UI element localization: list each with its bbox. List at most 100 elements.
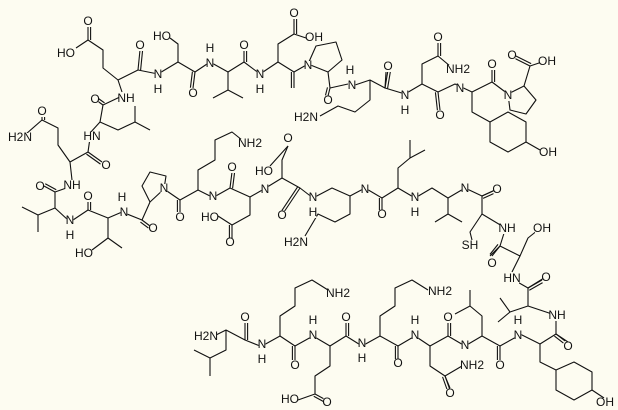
atom-label: H	[206, 41, 215, 55]
label-backdrop	[411, 331, 419, 341]
atom-label: O	[289, 6, 298, 20]
label-backdrop	[378, 210, 386, 220]
double-bond	[192, 71, 196, 89]
label-backdrop	[504, 91, 512, 101]
atom-label: HN	[503, 271, 520, 285]
atom-label: N	[401, 88, 410, 102]
atom-label: HO	[75, 246, 93, 260]
atom-label: O	[433, 30, 442, 44]
label-backdrop	[446, 389, 454, 399]
atom-label: O	[323, 93, 332, 107]
bond	[193, 349, 211, 359]
atom-label: NH2	[238, 136, 262, 150]
label-backdrop	[290, 9, 298, 19]
label-backdrop	[59, 49, 73, 59]
atom-label: O	[175, 210, 184, 224]
double-bond	[97, 97, 105, 104]
label-backdrop	[307, 33, 321, 43]
label-backdrop	[258, 340, 266, 350]
atom-label: N	[256, 67, 265, 81]
atom-label: O	[135, 38, 144, 52]
bond	[304, 196, 351, 237]
bond	[197, 131, 243, 190]
label-backdrop	[401, 91, 409, 101]
atom-label: H	[358, 351, 367, 365]
label-backdrop	[488, 259, 496, 269]
double-bond	[86, 153, 101, 165]
bond	[539, 344, 557, 371]
label-backdrop	[278, 211, 286, 221]
label-backdrop	[461, 341, 469, 351]
atom-label: O	[83, 189, 92, 203]
bond	[169, 37, 179, 62]
bond	[269, 145, 289, 167]
atom-label: N	[456, 81, 465, 95]
atom-label: HO	[255, 164, 273, 178]
label-backdrop	[540, 57, 554, 67]
atom-label: N	[154, 67, 163, 81]
label-backdrop	[358, 354, 366, 364]
atom-label: NH	[548, 308, 565, 322]
double-bond	[44, 183, 57, 191]
atom-label: H	[309, 205, 318, 219]
double-bond	[527, 279, 543, 289]
label-backdrop	[38, 107, 46, 117]
double-bond	[481, 190, 494, 197]
bond	[397, 140, 411, 188]
atom-label: N	[411, 190, 420, 204]
bond	[213, 329, 261, 347]
label-backdrop	[500, 224, 514, 234]
bond	[212, 72, 229, 99]
label-backdrop	[65, 181, 79, 191]
atom-label: HN	[83, 129, 100, 143]
label-backdrop	[541, 148, 555, 158]
bond	[297, 346, 331, 401]
label-backdrop	[493, 185, 501, 195]
atom-label: O	[507, 48, 516, 62]
double-bond	[87, 151, 103, 163]
atom-label: N	[461, 181, 470, 195]
label-backdrop	[327, 289, 349, 299]
atom-label: O	[322, 395, 331, 409]
double-bond	[141, 219, 151, 227]
label-backdrop	[206, 59, 214, 69]
atom-label: N	[66, 213, 75, 227]
bond	[379, 279, 429, 336]
label-backdrop	[285, 238, 307, 248]
atom-label: H2N	[284, 235, 308, 249]
atom-label: O	[101, 158, 110, 172]
bond	[497, 311, 511, 323]
label-backdrop	[9, 133, 31, 143]
label-backdrop	[411, 193, 419, 203]
bond	[471, 92, 491, 123]
atom-label: O	[83, 14, 92, 28]
bond	[279, 279, 329, 336]
double-bond	[140, 50, 144, 71]
atom-label: H	[514, 313, 523, 327]
atom-label: O	[563, 339, 572, 353]
bond	[409, 149, 426, 159]
double-bond	[189, 71, 193, 88]
bond	[157, 61, 309, 75]
bond	[69, 137, 91, 181]
atom-label: NH	[498, 221, 515, 235]
label-backdrop	[189, 89, 197, 99]
atom-label: N	[411, 328, 420, 342]
label-backdrop	[496, 361, 504, 371]
bond	[319, 80, 371, 117]
label-backdrop	[535, 224, 549, 234]
label-backdrop	[84, 192, 92, 202]
bond	[213, 187, 265, 198]
label-backdrop	[304, 61, 312, 71]
atom-label: N	[120, 205, 129, 219]
atom-label: HO	[57, 46, 75, 60]
double-bond	[489, 244, 499, 255]
atom-label: N	[258, 337, 267, 351]
atom-label: O	[239, 38, 248, 52]
atom-label: H	[309, 313, 318, 327]
atom-label: H	[118, 190, 127, 204]
double-bond	[442, 376, 449, 392]
atom-label: NH2	[460, 358, 484, 372]
